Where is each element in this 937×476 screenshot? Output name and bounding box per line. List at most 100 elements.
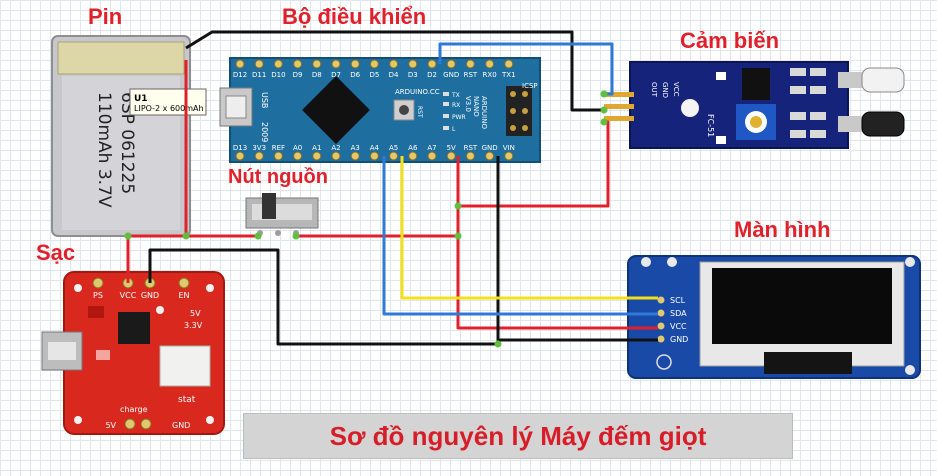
battery-tag-id: U1 — [134, 94, 148, 104]
charger-bottom-pad — [140, 418, 152, 430]
charger-side-5v: 5V — [190, 309, 201, 318]
charger-top-pad — [178, 277, 190, 289]
arduino-top-pin-pad — [427, 59, 437, 69]
oled-pin-pad — [657, 296, 665, 304]
sensor-pin-label: VCC — [672, 82, 680, 97]
arduino-bottom-pin-pad — [465, 151, 475, 161]
arduino-top-pin-pad — [273, 59, 283, 69]
arduino-bottom-pin-label: A7 — [427, 144, 436, 152]
arduino-nano: ICSP USB 2009 ARDUINO.CC RST ARDUINO NAN… — [219, 57, 541, 163]
year-label: 2009 — [260, 122, 269, 142]
charger-title: Sạc — [36, 240, 76, 265]
arduino-bottom-pin-label: GND — [482, 144, 498, 152]
wire-junction — [600, 118, 608, 126]
arduino-bottom-pin-pad — [408, 151, 418, 161]
led-pwr: PWR — [452, 114, 466, 121]
arduino-top-pin-pad — [254, 59, 264, 69]
charger-bottom-pin-label: 5V — [105, 421, 116, 430]
arduino-bottom-pin-label: 3V3 — [252, 144, 266, 152]
oled-pin-pad — [657, 335, 665, 343]
battery-tag: U1 LIPO-2 x 600mAh — [129, 88, 207, 116]
oled-pin-label: SDA — [670, 309, 687, 318]
wire-junction — [494, 340, 502, 348]
arduino-bottom-pin-label: A0 — [293, 144, 302, 152]
power-button-title: Nút nguồn — [228, 166, 328, 188]
arduino-top-pin-pad — [485, 59, 495, 69]
controller-title: Bộ điều khiển — [282, 4, 427, 29]
wire-gnd-oled — [496, 156, 658, 342]
arduino-bottom-pin-label: A4 — [370, 144, 380, 152]
arduino-top-pin-pad — [389, 59, 399, 69]
wires — [124, 30, 658, 348]
arduino-bottom-pin-pad — [389, 151, 399, 161]
model-line-3: V3.0 — [464, 96, 472, 112]
charger-top-pin-label: VCC — [120, 291, 137, 300]
charger-stat: stat — [178, 395, 196, 405]
charger-charge: charge — [120, 405, 148, 414]
charger-top-pin-label: PS — [93, 291, 103, 300]
arduino-top-pin-pad — [331, 59, 341, 69]
arduino-top-pin-label: D6 — [350, 71, 360, 79]
arduino-top-pin-pad — [350, 59, 360, 69]
charger-top-pin-label: EN — [178, 291, 189, 300]
charger-top-pin-label: GND — [141, 291, 159, 300]
brand-label: ARDUINO.CC — [395, 88, 440, 96]
battery-model: 6SP 061225 — [117, 92, 137, 194]
arduino-top-pin-pad — [504, 59, 514, 69]
wire-battery-ground — [185, 30, 604, 112]
arduino-top-pin-pad — [312, 59, 322, 69]
screen-title: Màn hình — [734, 217, 831, 242]
wire-junction — [600, 90, 608, 98]
oled-pins: SCL SDA VCC GND — [657, 296, 688, 344]
rst-label: RST — [416, 106, 423, 118]
wire-junction — [454, 202, 462, 210]
sensor-pin-label: GND — [661, 82, 669, 98]
arduino-bottom-pin-label: VIN — [503, 144, 515, 152]
oled-pin-label: GND — [670, 335, 688, 344]
arduino-bottom-pin-pad — [293, 151, 303, 161]
wire-scl — [400, 156, 658, 300]
arduino-top-pin-label: RX0 — [483, 71, 497, 79]
arduino-top-pin-pad — [235, 59, 245, 69]
arduino-bottom-pin-pad — [485, 151, 495, 161]
oled-pin-pad — [657, 322, 665, 330]
arduino-bottom-pin-pad — [312, 151, 322, 161]
arduino-bottom-pin-label: A2 — [331, 144, 340, 152]
icsp-label: ICSP — [522, 82, 538, 90]
arduino-top-pin-label: RST — [464, 71, 478, 79]
arduino-bottom-pin-pad — [235, 151, 245, 161]
arduino-top-pin-label: D7 — [331, 71, 341, 79]
power-switch[interactable] — [245, 193, 319, 236]
wire-junction — [182, 232, 190, 240]
arduino-top-pin-pad — [293, 59, 303, 69]
battery-tag-text: LIPO-2 x 600mAh — [134, 104, 204, 113]
arduino-top-pin-pad — [446, 59, 456, 69]
arduino-bottom-pin-label: A6 — [408, 144, 418, 152]
arduino-bottom-pin-pad — [504, 151, 514, 161]
oled-pin-label: SCL — [670, 296, 686, 305]
charger-bottom-pad — [124, 418, 136, 430]
arduino-top-pin-pad — [369, 59, 379, 69]
diagram-footer-title: Sơ đồ nguyên lý Máy đếm giọt — [243, 413, 793, 459]
arduino-top-pin-label: D2 — [427, 71, 437, 79]
usb-label: USB — [260, 92, 269, 108]
charger-side-3v3: 3.3V — [184, 321, 203, 330]
wire-sensor-out — [438, 42, 614, 96]
arduino-bottom-pin-label: A1 — [312, 144, 321, 152]
arduino-bottom-pin-label: A5 — [389, 144, 398, 152]
oled-pin-label: VCC — [670, 322, 687, 331]
wire-junction — [292, 232, 300, 240]
arduino-top-pin-label: D8 — [312, 71, 322, 79]
arduino-bottom-pin-pad — [350, 151, 360, 161]
arduino-bottom-pin-pad — [331, 151, 341, 161]
arduino-bottom-pin-pad — [273, 151, 283, 161]
oled-module: SCL SDA VCC GND — [627, 255, 921, 379]
wire-charger-gnd — [148, 248, 498, 346]
led-rx: RX — [452, 102, 460, 109]
arduino-bottom-pin-label: A3 — [351, 144, 360, 152]
